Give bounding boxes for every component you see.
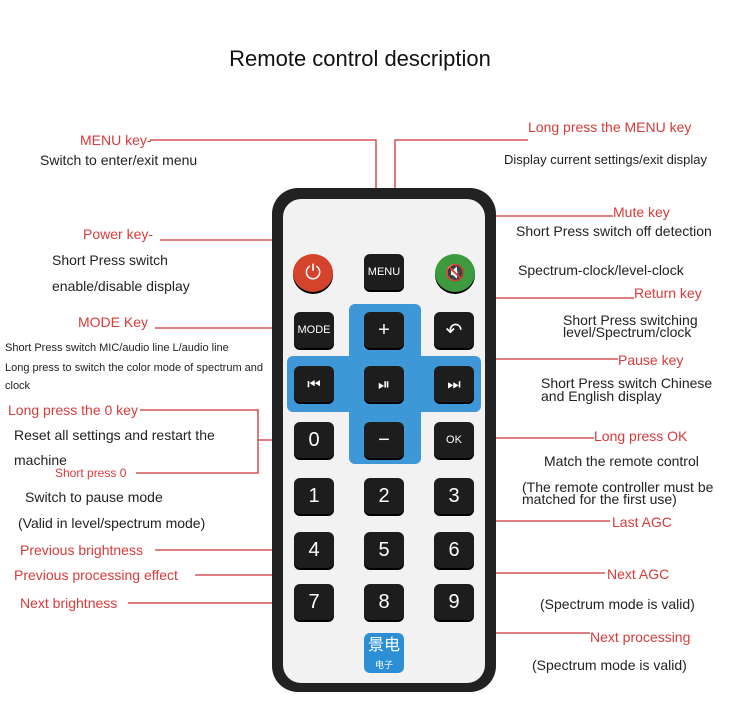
digit-5-button[interactable]: 5 xyxy=(364,532,404,568)
digit-2-button[interactable]: 2 xyxy=(364,478,404,514)
next-button[interactable]: ⏭ xyxy=(434,366,474,402)
return-desc-line1: Short Press switching xyxy=(563,312,698,328)
next-processing-label: Next processing xyxy=(590,629,691,645)
digit-6-button[interactable]: 6 xyxy=(434,532,474,568)
ok-key-label: Long press OK xyxy=(594,428,688,444)
return-button[interactable]: ↶ xyxy=(434,312,474,348)
next-agc-label: Next AGC xyxy=(607,566,670,582)
zero-reset-line1: Reset all settings and restart the xyxy=(14,427,215,443)
mode-desc-line1: Short Press switch MIC/audio line L/audi… xyxy=(5,342,229,354)
zero-long-label: Long press the 0 key xyxy=(8,402,138,418)
zero-short-label: Short press 0 xyxy=(55,466,127,480)
power-desc-line2: enable/disable display xyxy=(52,278,190,294)
digit-label: 6 xyxy=(448,538,460,561)
plus-icon: + xyxy=(378,318,390,341)
power-desc-line1: Short Press switch xyxy=(52,252,168,268)
minus-button[interactable]: − xyxy=(364,422,404,458)
digit-label: 8 xyxy=(378,590,390,613)
ok-label: OK xyxy=(446,434,462,446)
mute-icon: 🔇 xyxy=(445,265,465,282)
return-icon: ↶ xyxy=(445,319,463,342)
play-pause-button[interactable]: ⏯ xyxy=(364,366,404,402)
mode-button[interactable]: MODE xyxy=(294,312,334,348)
logo-sub: 电子 xyxy=(374,660,393,670)
ok-note-line1: (The remote controller must be xyxy=(522,479,714,495)
prev-button[interactable]: ⏮ xyxy=(294,366,334,402)
digit-label: 1 xyxy=(308,484,320,507)
prev-icon: ⏮ xyxy=(307,375,321,393)
minus-icon: − xyxy=(378,428,390,451)
power-key-label: Power key- xyxy=(83,226,154,242)
power-button[interactable]: ⏻ xyxy=(293,254,333,292)
digit-4-button[interactable]: 4 xyxy=(294,532,334,568)
spectrum-clock-desc: Spectrum-clock/level-clock xyxy=(518,262,684,278)
spectrum-valid-2: (Spectrum mode is valid) xyxy=(532,657,687,673)
pause-desc-line1: Short Press switch Chinese xyxy=(541,375,713,391)
spectrum-valid-1: (Spectrum mode is valid) xyxy=(540,596,695,612)
long-menu-desc: Display current settings/exit display xyxy=(504,152,708,167)
digit-3-button[interactable]: 3 xyxy=(434,478,474,514)
zero-pause-desc: Switch to pause mode xyxy=(25,489,163,505)
mute-button[interactable]: 🔇 xyxy=(435,254,475,292)
zero-reset-line2: machine xyxy=(14,452,67,468)
mute-key-label: Mute key xyxy=(613,204,670,220)
return-key-label: Return key xyxy=(634,285,702,301)
digit-7-button[interactable]: 7 xyxy=(294,584,334,620)
power-icon: ⏻ xyxy=(305,261,321,284)
last-agc-label: Last AGC xyxy=(612,514,672,530)
long-menu-label: Long press the MENU key xyxy=(528,119,692,135)
brand-logo: 景电 电子 xyxy=(364,633,404,673)
next-bright-label: Next brightness xyxy=(20,595,118,611)
digit-9-button[interactable]: 9 xyxy=(434,584,474,620)
logo-main: 景电 xyxy=(367,637,400,654)
digit-label: 3 xyxy=(448,484,460,507)
mode-key-label: MODE Key xyxy=(78,314,149,330)
digit-label: 9 xyxy=(448,590,460,613)
mode-label: MODE xyxy=(297,324,331,336)
digit-label: 5 xyxy=(378,538,390,561)
digit-label: 0 xyxy=(308,428,320,451)
play-pause-icon: ⏯ xyxy=(377,375,390,393)
next-icon: ⏭ xyxy=(447,375,461,393)
ok-note-line2: matched for the first use) xyxy=(522,491,677,507)
prev-bright-label: Previous brightness xyxy=(20,542,143,558)
menu-button[interactable]: MENU xyxy=(364,254,404,290)
mode-desc-line3: clock xyxy=(5,380,31,392)
digit-label: 7 xyxy=(308,590,320,613)
pause-desc-line2: and English display xyxy=(541,388,662,404)
mute-key-desc: Short Press switch off detection xyxy=(516,223,712,239)
digit-0-button[interactable]: 0 xyxy=(294,422,334,458)
mode-desc-line2: Long press to switch the color mode of s… xyxy=(5,362,264,374)
menu-key-desc: Switch to enter/exit menu xyxy=(40,152,198,168)
plus-button[interactable]: + xyxy=(364,312,404,348)
prev-effect-label: Previous processing effect xyxy=(14,567,178,583)
menu-key-label: MENU key- xyxy=(80,132,152,148)
return-desc-line2: level/Spectrum/clock xyxy=(563,324,692,340)
menu-label: MENU xyxy=(367,266,401,278)
digit-1-button[interactable]: 1 xyxy=(294,478,334,514)
ok-key-desc: Match the remote control xyxy=(544,453,699,469)
digit-label: 2 xyxy=(378,484,390,507)
page-title: Remote control description xyxy=(229,46,491,71)
digit-label: 4 xyxy=(308,538,320,561)
pause-key-label: Pause key xyxy=(618,352,684,368)
zero-valid-desc: (Valid in level/spectrum mode) xyxy=(18,515,206,531)
ok-button[interactable]: OK xyxy=(434,422,474,458)
digit-8-button[interactable]: 8 xyxy=(364,584,404,620)
